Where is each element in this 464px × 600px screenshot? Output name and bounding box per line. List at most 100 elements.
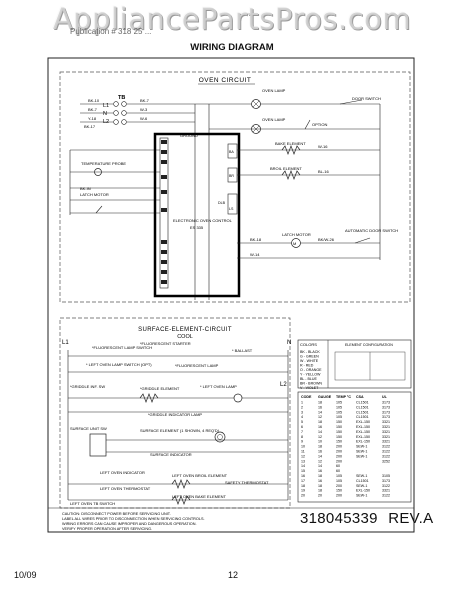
gauge-cell: 200 xyxy=(336,484,342,488)
part-number: 318045339 xyxy=(300,510,378,527)
svg-text:G - GREEN: G - GREEN xyxy=(300,355,319,359)
gauge-cell: 19 xyxy=(301,489,305,493)
footer-page: 12 xyxy=(228,570,239,580)
diagram-border xyxy=(47,57,415,533)
gauge-cell: 18 xyxy=(318,401,322,405)
gauge-cell: CL1501 xyxy=(356,410,369,414)
gauge-cell: SEW-1 xyxy=(356,454,367,458)
wire-w16: W-16 xyxy=(318,144,328,149)
oven-circuit-box xyxy=(59,71,411,303)
left-oven-lamp-label: * LEFT OVEN LAMP xyxy=(200,384,237,389)
gauge-cell: 12 xyxy=(318,459,322,463)
element-config-label: ELEMENT CONFIGURATION xyxy=(345,343,393,347)
bake-element-label: BAKE ELEMENT xyxy=(275,141,306,146)
surface-l2-label: L2 xyxy=(280,382,287,388)
gauge-cell: 105 xyxy=(336,405,342,409)
svg-text:Y - YELLOW: Y - YELLOW xyxy=(300,373,321,377)
wire-w14: W-14 xyxy=(250,252,260,257)
gauge-cell: 12 xyxy=(301,454,305,458)
gauge-cell: 3173 xyxy=(382,479,390,483)
broil-element-icon xyxy=(281,170,301,180)
gauge-cell: 14 xyxy=(318,464,322,468)
gauge-cell: 9 xyxy=(301,440,303,444)
gauge-header: CSA xyxy=(356,395,364,399)
gauge-cell: 3122 xyxy=(382,445,390,449)
gauge-cell: SEW-1 xyxy=(356,484,367,488)
control-code: ES 335 xyxy=(190,225,204,230)
gauge-cell: EXL-150 xyxy=(356,435,370,439)
griddle-switch-label: *GRIDDLE INF. SW xyxy=(70,384,105,389)
left-oven-tb-switch-label: LEFT OVEN TB SWITCH xyxy=(70,501,115,506)
gauge-cell: 60 xyxy=(336,469,340,473)
wire-bl16: BL-16 xyxy=(318,169,329,174)
gauge-cell: 18 xyxy=(318,489,322,493)
griddle-indicator-label: *GRIDDLE INDICATOR LAMP xyxy=(148,412,202,417)
gauge-cell: 105 xyxy=(336,401,342,405)
gauge-cell: 3105 xyxy=(382,474,390,478)
surface-element-label: SURFACE ELEMENT (1 SHOWN, 4 REQ'D) xyxy=(140,428,220,433)
l1-label: L1 xyxy=(103,103,109,109)
gauge-cell: EXL-150 xyxy=(356,420,370,424)
gauge-header: CODE xyxy=(301,395,312,399)
n-label: N xyxy=(103,111,107,117)
control-label: ELECTRONIC OVEN CONTROL xyxy=(173,218,233,223)
surface-indicator-label: SURFACE INDICATOR xyxy=(150,452,192,457)
latch-motor-label: LATCH MOTOR xyxy=(282,232,311,237)
gauge-cell: 200 xyxy=(336,450,342,454)
tb-wire-4: BK-17 xyxy=(84,124,96,129)
left-oven-broil-label: LEFT OVEN BROIL ELEMENT xyxy=(172,473,228,478)
gauge-cell: SEW-1 xyxy=(356,445,367,449)
left-oven-indicator-label: LEFT OVEN INDICATOR xyxy=(100,470,145,475)
gauge-cell: 3321 xyxy=(382,489,390,493)
ctrl-label-br: BR xyxy=(229,174,234,178)
gauge-cell: 6 xyxy=(301,425,303,429)
gauge-cell: 18 xyxy=(318,420,322,424)
colors-table xyxy=(297,339,412,389)
temp-probe-label: TEMPERATURE PROBE xyxy=(81,161,126,166)
gauge-cell: 150 xyxy=(336,420,342,424)
gauge-cell: 13 xyxy=(301,459,305,463)
gauge-cell: CL1501 xyxy=(356,401,369,405)
surface-n-label: N xyxy=(287,340,291,346)
ctrl-label-ba: BA xyxy=(229,150,234,154)
gauge-header: TEMP °C xyxy=(336,395,351,399)
wire-bkr: BK/W-26 xyxy=(318,237,335,242)
revision: REV.A xyxy=(388,510,434,527)
tb-wire-1: BK-10 xyxy=(88,98,100,103)
gauge-cell: 105 xyxy=(336,474,342,478)
gauge-cell: CL1501 xyxy=(356,479,369,483)
fluor-switch-label: *FLUORESCENT LAMP SWITCH xyxy=(92,345,152,350)
gauge-cell: 2 xyxy=(301,405,303,409)
gauge-cell: EXL-150 xyxy=(356,425,370,429)
gauge-cell: EXL-150 xyxy=(356,430,370,434)
gauge-cell: 200 xyxy=(336,494,342,498)
colors-list: BK - BLACK G - GREEN W - WHITE R - RED O… xyxy=(300,350,322,390)
gauge-cell: 3321 xyxy=(382,430,390,434)
gauge-cell: EXL-150 xyxy=(356,440,370,444)
gauge-cell: 10 xyxy=(318,440,322,444)
surface-unit-switch xyxy=(89,433,107,457)
gauge-cell: 60 xyxy=(336,464,340,468)
gauge-cell: 3321 xyxy=(382,420,390,424)
gauge-cell: 3 xyxy=(301,410,303,414)
svg-text:BL - BLUE: BL - BLUE xyxy=(300,377,317,381)
gauge-cell: 18 xyxy=(301,484,305,488)
oven-lamp2-label: OVEN LAMP xyxy=(262,117,286,122)
gauge-cell: 3122 xyxy=(382,454,390,458)
ballast-label: * BALLAST xyxy=(232,348,253,353)
surface-l1-label: L1 xyxy=(62,340,69,346)
svg-text:BK - BLACK: BK - BLACK xyxy=(300,350,320,354)
svg-text:WIRING ERRORS CAN CAUSE IMPROP: WIRING ERRORS CAN CAUSE IMPROPER AND DAN… xyxy=(62,522,197,526)
auto-door-switch-label: AUTOMATIC DOOR SWITCH xyxy=(345,228,398,233)
fluor-lamp-label: *FLUORESCENT LAMP xyxy=(175,363,219,368)
gauge-cell: SEW-1 xyxy=(356,474,367,478)
latch-motor-pos-label: BK-IN xyxy=(80,186,91,191)
bake-element-icon xyxy=(281,145,301,155)
gauge-header: GAUGE xyxy=(318,395,332,399)
part-number-block: 318045339 REV.A xyxy=(300,510,433,527)
svg-text:BR - BROWN: BR - BROWN xyxy=(300,382,322,386)
gauge-cell: 150 xyxy=(336,440,342,444)
caution-notes: CAUTION: DISCONNECT POWER BEFORE SERVICI… xyxy=(62,512,205,531)
gauge-cell: 150 xyxy=(336,489,342,493)
